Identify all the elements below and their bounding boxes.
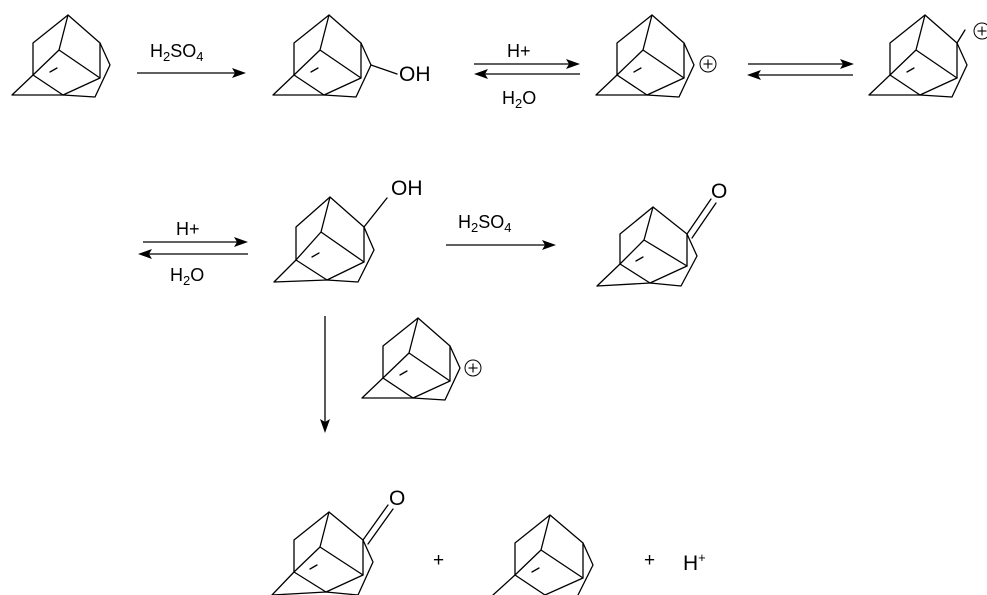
hydroxyl-label: OH [391, 177, 423, 200]
reaction-arrow-1 [137, 68, 246, 78]
equilibrium-arrows-1 [474, 59, 580, 79]
secondary-adamantyl-cation-molecule [868, 14, 968, 98]
reagent-label-proton: H+ [507, 41, 531, 61]
reagent-label-h2so4: H2SO4 [150, 41, 204, 64]
oxygen-label: O [711, 180, 728, 203]
adamantane-molecule [11, 14, 111, 98]
adamantanone-molecule [596, 198, 717, 287]
adamantanol-molecule [272, 14, 398, 98]
positive-charge-icon [699, 55, 717, 73]
reaction-arrow-2 [446, 240, 556, 250]
equilibrium-arrows-2 [747, 59, 854, 80]
oxygen-label: O [389, 487, 406, 510]
proton-product-label: H+ [683, 550, 706, 575]
reaction-arrow-down [320, 316, 330, 433]
plus-sign: + [644, 550, 656, 571]
reagent-label-water: H2O [170, 265, 205, 288]
2-adamantanol-molecule [273, 196, 388, 283]
reagent-label-h2so4: H2SO4 [458, 212, 512, 235]
adamantane-product-molecule [492, 514, 594, 595]
positive-charge-icon [464, 359, 482, 377]
adamantanone-product-molecule [271, 504, 394, 595]
reagent-label-proton: H+ [176, 219, 200, 239]
adamantyl-cation-reagent-molecule [361, 317, 461, 401]
plus-sign: + [433, 550, 445, 571]
hydroxyl-label: OH [399, 63, 431, 86]
adamantyl-cation-molecule [595, 14, 695, 98]
positive-charge-icon [973, 22, 987, 40]
equilibrium-arrows-3 [138, 237, 248, 259]
reagent-label-water: H2O [502, 88, 537, 111]
